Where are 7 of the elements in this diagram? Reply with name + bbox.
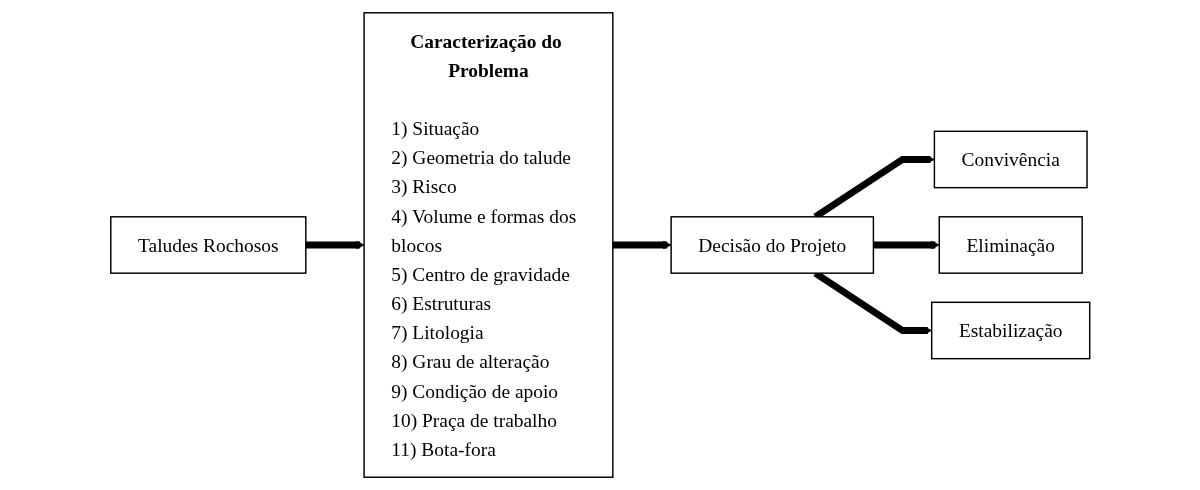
node-box: Eliminação [938,216,1083,274]
arrow [873,240,940,250]
node-box: Taludes Rochosos [109,216,307,274]
node-box: Decisão do Projeto [670,216,874,274]
node-box: Estabilização [930,301,1091,360]
node-box: Caracterização do Problema 1) Situação 2) Geometria do talude 3) Risco 4) Volume e formas dos blocos 5) Centro de gravidade 6) Estruturas 7) Litologia 8) Grau de alteração 9) Condição de apoio 10) Praça de trabalho 11) Bota-fora [363,12,614,478]
node-box: Convivência [933,130,1088,189]
